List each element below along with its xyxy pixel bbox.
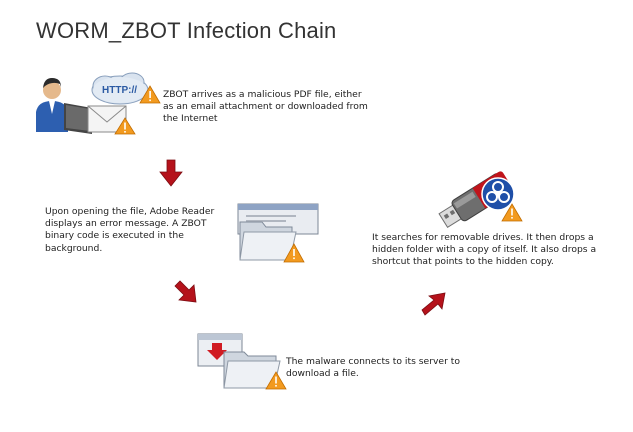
user-computer-icon: HTTP:// — [36, 72, 161, 135]
warning-icon — [265, 371, 287, 390]
warning-icon — [114, 117, 136, 135]
warning-icon — [139, 85, 161, 104]
step-3-text: It searches for removable drives. It the… — [372, 232, 597, 268]
arrow-down-right-icon — [174, 280, 197, 303]
http-label: HTTP:// — [102, 85, 137, 96]
folder-icon — [223, 351, 281, 389]
biohazard-icon — [481, 177, 515, 211]
folder-icon — [239, 221, 297, 261]
download-arrow-icon — [207, 343, 227, 360]
arrow-down-icon — [159, 159, 183, 187]
error-dialog-icon — [237, 203, 319, 263]
arrow-up-right-icon — [421, 292, 446, 316]
download-window-icon — [197, 333, 287, 390]
step-4-text: The malware connects to its server to do… — [286, 356, 460, 380]
usb-drive-icon — [438, 171, 523, 229]
warning-icon — [283, 243, 305, 263]
step-2-text: Upon opening the file, Adobe Reader disp… — [45, 206, 215, 254]
step-1-text: ZBOT arrives as a malicious PDF file, ei… — [163, 89, 368, 125]
monitor-icon — [64, 103, 92, 134]
person-icon — [36, 78, 68, 132]
diagram-title: WORM_ZBOT Infection Chain — [36, 18, 337, 43]
warning-icon — [501, 203, 523, 222]
http-cloud-icon: HTTP:// — [91, 72, 149, 105]
